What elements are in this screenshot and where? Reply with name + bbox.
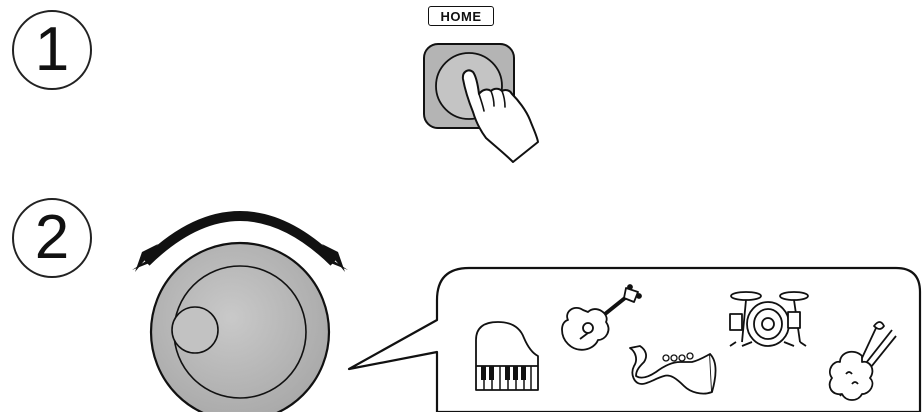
dial-knob[interactable] <box>151 243 329 412</box>
